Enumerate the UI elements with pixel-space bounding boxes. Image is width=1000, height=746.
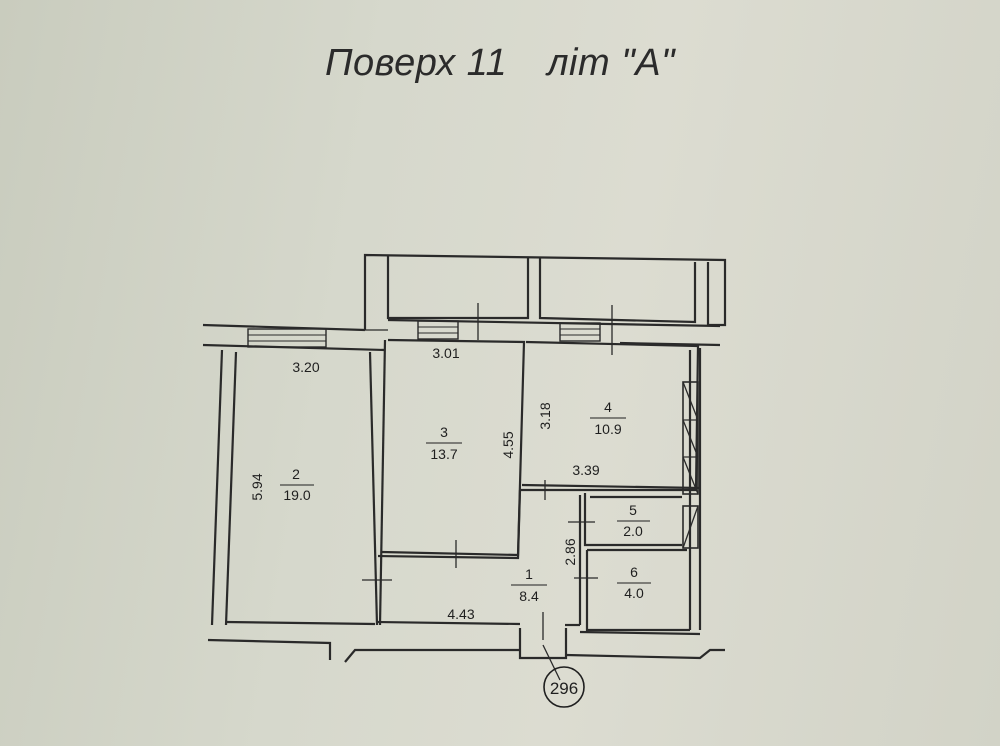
door-marks	[362, 303, 613, 681]
room-area-6: 4.0	[624, 585, 644, 601]
room-label-4: 4 10.9	[590, 399, 626, 437]
window-room4	[559, 322, 601, 342]
dim-corridor-width: 4.43	[447, 606, 474, 622]
room-area-4: 10.9	[594, 421, 621, 437]
room-number-4: 4	[604, 399, 612, 415]
room-label-5: 5 2.0	[617, 502, 650, 539]
room-label-1: 1 8.4	[511, 566, 547, 604]
room-area-5: 2.0	[623, 523, 643, 539]
apartment-number-badge: 296	[543, 666, 585, 708]
room-label-3: 3 13.7	[426, 424, 462, 462]
floor-title: Поверх 11 літ "А"	[0, 42, 1000, 85]
dim-room3-width: 3.01	[432, 345, 459, 361]
room-2	[210, 339, 387, 626]
window-room3	[417, 320, 459, 340]
room-area-3: 13.7	[430, 446, 457, 462]
room-number-2: 2	[292, 466, 300, 482]
room-label-2: 2 19.0	[280, 466, 314, 503]
room-5	[583, 493, 682, 547]
room-area-1: 8.4	[519, 588, 539, 604]
dim-room4-width: 3.39	[572, 462, 599, 478]
window-room2	[247, 328, 327, 348]
letter-label: літ "А"	[547, 42, 676, 84]
room-4	[521, 340, 702, 630]
room-number-6: 6	[630, 564, 638, 580]
exterior-wall-bottom	[207, 628, 725, 663]
dim-room2-width: 3.20	[292, 359, 319, 375]
dim-bath-length: 2.86	[562, 538, 578, 565]
room-number-1: 1	[525, 566, 533, 582]
dim-room2-length: 5.94	[249, 473, 265, 500]
floor-label: Поверх 11	[324, 42, 508, 84]
room-number-5: 5	[629, 502, 637, 518]
room-number-3: 3	[440, 424, 448, 440]
dim-room4-length: 3.18	[537, 402, 553, 429]
room-label-6: 6 4.0	[617, 564, 651, 601]
room-3	[377, 338, 526, 560]
apartment-number: 296	[550, 679, 578, 698]
room-6	[585, 548, 690, 632]
room-area-2: 19.0	[283, 487, 310, 503]
dim-room3-length: 4.55	[500, 431, 516, 458]
balcony-outline	[363, 253, 727, 331]
